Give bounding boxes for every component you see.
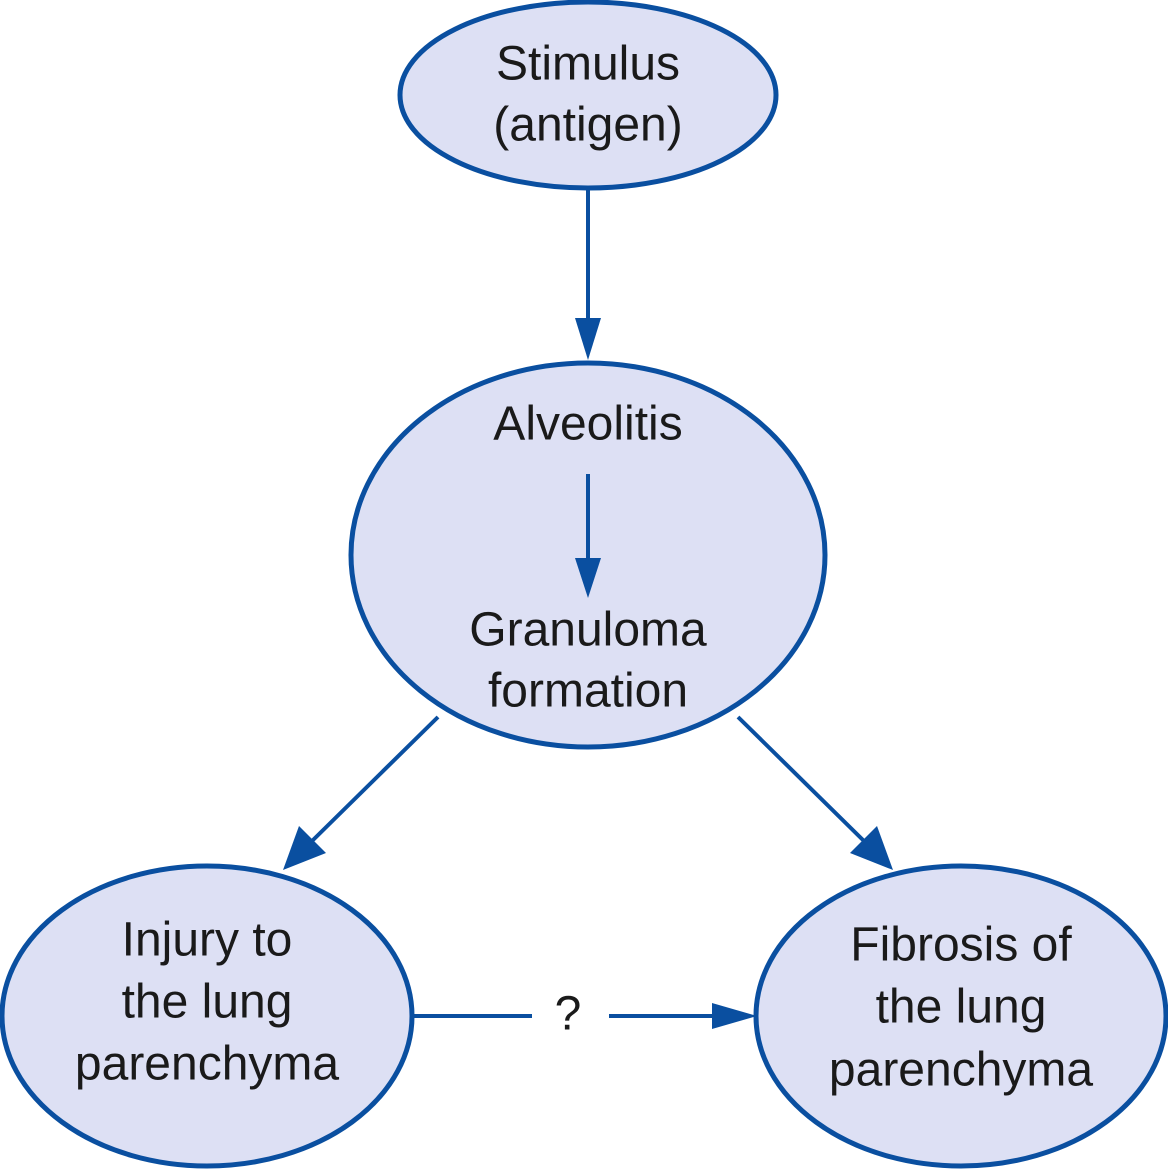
fibrosis-label-line2: the lung bbox=[876, 981, 1047, 1034]
stimulus-label-line1: Stimulus bbox=[496, 38, 680, 91]
injury-label-line3: parenchyma bbox=[75, 1038, 339, 1091]
fibrosis-label-line1: Fibrosis of bbox=[850, 919, 1072, 972]
edge-stimulus-to-alveolitis bbox=[575, 190, 601, 360]
node-fibrosis: Fibrosis of the lung parenchyma bbox=[753, 863, 1168, 1169]
alveolitis-label: Alveolitis bbox=[493, 398, 682, 451]
node-stimulus: Stimulus (antigen) bbox=[397, 0, 779, 191]
fibrosis-label-line3: parenchyma bbox=[829, 1044, 1093, 1097]
edge-alveolitis-to-granuloma bbox=[575, 474, 601, 598]
edge-granuloma-to-injury bbox=[283, 715, 440, 870]
edge-granuloma-to-fibrosis bbox=[736, 715, 893, 870]
uncertain-link-label: ? bbox=[555, 988, 582, 1041]
granuloma-label-line1: Granuloma bbox=[469, 604, 707, 657]
edge-injury-to-fibrosis bbox=[412, 1003, 757, 1029]
node-injury: Injury to the lung parenchyma bbox=[0, 863, 415, 1169]
injury-label-line2: the lung bbox=[122, 976, 293, 1029]
granuloma-label-line2: formation bbox=[488, 665, 688, 718]
node-alveolitis-granuloma: Alveolitis Granuloma formation bbox=[348, 360, 828, 750]
stimulus-label-line2: (antigen) bbox=[493, 99, 682, 152]
injury-label-line1: Injury to bbox=[122, 914, 293, 967]
